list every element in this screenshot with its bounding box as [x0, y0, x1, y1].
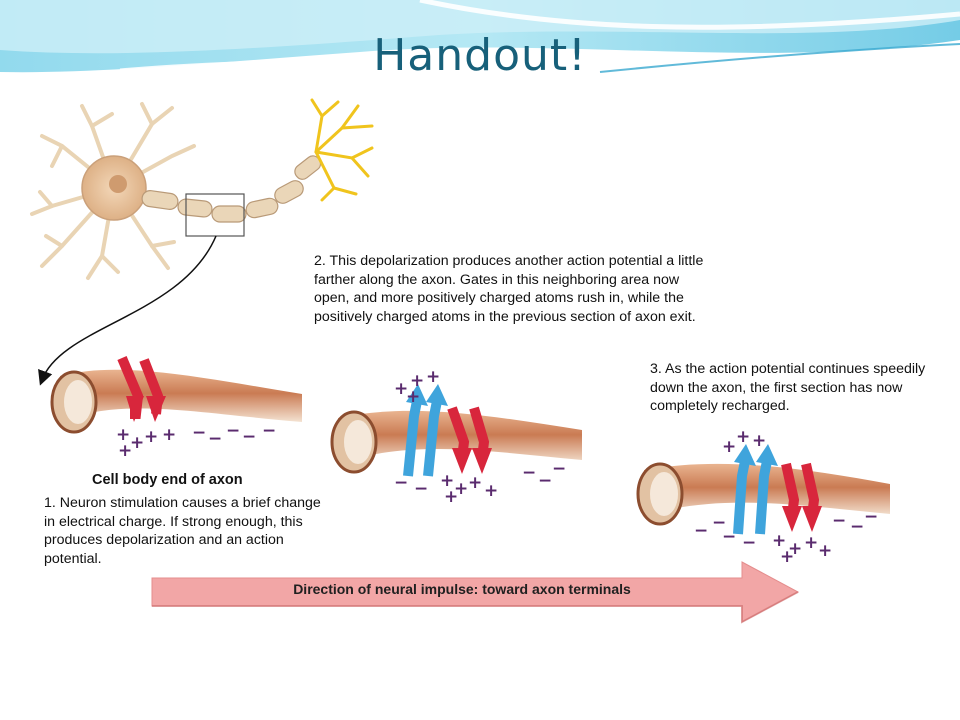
svg-text:−: −	[552, 459, 566, 479]
svg-text:−: −	[832, 511, 846, 531]
neuron-illustration	[30, 98, 374, 386]
svg-text:−: −	[208, 429, 222, 449]
axon-segment-3: ++ + −− −− ++ ++ + −− −	[636, 427, 890, 567]
action-potential-diagram: ++ ++ + −− −− − ++ ++	[22, 96, 938, 656]
svg-text:−: −	[850, 517, 864, 537]
svg-text:−: −	[538, 471, 552, 491]
step-3-caption: 3. As the action potential continues spe…	[650, 361, 926, 414]
axon-segment-2: ++ ++ −− ++ ++ + −− −	[330, 367, 582, 507]
svg-text:+: +	[118, 441, 132, 461]
svg-text:−: −	[522, 463, 536, 483]
direction-arrow	[151, 561, 800, 624]
svg-text:+: +	[454, 479, 468, 499]
svg-text:−: −	[722, 527, 736, 547]
sodium-outflow-arrow	[403, 395, 423, 477]
slide-banner	[0, 0, 960, 73]
svg-text:−: −	[262, 421, 276, 441]
svg-text:+: +	[406, 387, 420, 407]
svg-text:+: +	[444, 487, 458, 507]
svg-text:+: +	[394, 379, 408, 399]
step-2-caption: 2. This depolarization produces another …	[314, 253, 704, 325]
svg-text:−: −	[694, 521, 708, 541]
step-1-caption: 1. Neuron stimulation causes a brief cha…	[44, 495, 321, 567]
svg-text:+: +	[440, 471, 454, 491]
axon-segment-1: ++ ++ + −− −− −	[50, 356, 302, 461]
svg-text:+: +	[410, 371, 424, 391]
svg-text:−: −	[394, 473, 408, 493]
svg-text:+: +	[788, 539, 802, 559]
svg-text:+: +	[752, 431, 766, 451]
svg-text:−: −	[226, 421, 240, 441]
direction-label: Direction of neural impulse: toward axon…	[293, 581, 631, 597]
svg-text:+: +	[426, 367, 440, 387]
svg-text:+: +	[772, 531, 786, 551]
svg-text:+: +	[780, 547, 794, 567]
svg-text:+: +	[468, 473, 482, 493]
svg-text:−: −	[712, 513, 726, 533]
slide-title: Handout!	[373, 30, 587, 81]
axon-end-label: Cell body end of axon	[92, 472, 243, 488]
svg-text:+: +	[162, 425, 176, 445]
svg-text:+: +	[144, 427, 158, 447]
svg-text:−: −	[242, 427, 256, 447]
svg-text:+: +	[484, 481, 498, 501]
svg-text:−: −	[742, 533, 756, 553]
svg-text:−: −	[192, 423, 206, 443]
svg-text:+: +	[116, 425, 130, 445]
svg-text:+: +	[130, 433, 144, 453]
svg-text:−: −	[864, 507, 878, 527]
diagram-art: ++ ++ + −− −− − ++ ++	[30, 98, 890, 624]
svg-text:+: +	[818, 541, 832, 561]
svg-text:+: +	[722, 437, 736, 457]
svg-text:−: −	[414, 479, 428, 499]
svg-text:+: +	[804, 533, 818, 553]
svg-text:+: +	[736, 427, 750, 447]
